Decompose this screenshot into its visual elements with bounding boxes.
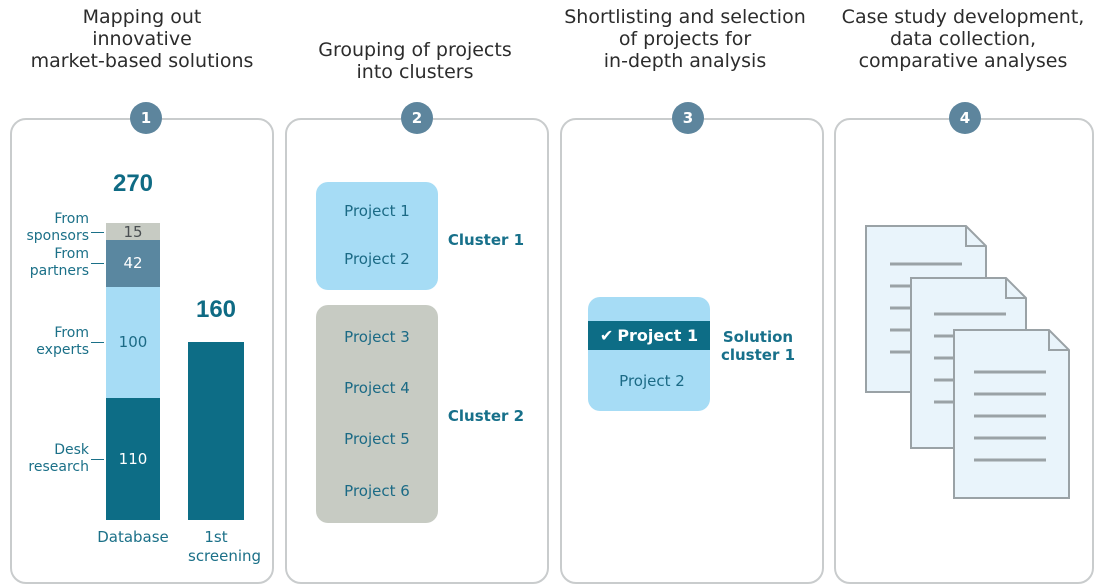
database-segment-label-2: From experts [36,325,89,359]
database-segment-3: 42 [106,240,160,287]
step-1-number-badge: 1 [130,102,162,134]
cluster-2-project-5: Project 5 [344,430,410,448]
step-3-number-badge: 3 [672,102,704,134]
solution-cluster-box [588,297,710,411]
database-axis-label: Database [97,528,169,546]
database-segment-1: 110 [106,397,160,520]
cluster-2-project-3: Project 3 [344,328,410,346]
step-1-title: Mapping out innovative market-based solu… [30,6,254,72]
cluster-1-project-2: Project 2 [344,250,410,268]
document-icon-front [953,329,1070,499]
selected-project-row: ✔ Project 1 [588,321,710,350]
screening-total-label: 160 [195,296,237,323]
database-segment-2: 100 [106,286,160,398]
database-total-label: 270 [112,170,154,197]
selected-project-label: Project 1 [617,326,699,345]
database-segment-label-3: From partners [29,246,89,280]
step-4-number-badge: 4 [949,102,981,134]
case-study-documents-illustration [865,225,1070,499]
check-icon: ✔ [599,326,614,345]
database-segment-tick-4 [91,231,104,233]
step-4-title: Case study development, data collection,… [841,6,1085,72]
cluster-2-box [316,305,438,523]
cluster-1-label: Cluster 1 [447,231,525,249]
step-2-number-badge: 2 [401,102,433,134]
cluster-2-label: Cluster 2 [447,407,525,425]
step-3-title: Shortlisting and selection of projects f… [564,6,806,72]
other-project-label: Project 2 [619,372,685,390]
solution-cluster-label: Solution cluster 1 [720,328,796,364]
cluster-1-box [316,182,438,290]
screening-bar [188,342,244,520]
database-segment-tick-2 [91,342,104,344]
cluster-2-project-6: Project 6 [344,482,410,500]
cluster-2-project-4: Project 4 [344,379,410,397]
step-2-title: Grouping of projects into clusters [318,39,512,83]
database-segment-tick-1 [91,458,104,460]
database-segment-label-4: From sponsors [26,210,89,244]
cluster-1-project-1: Project 1 [344,202,410,220]
database-segment-tick-3 [91,263,104,265]
database-segment-4: 15 [106,223,160,241]
screening-axis-label: 1st screening [188,528,262,565]
database-segment-label-1: Desk research [28,441,89,475]
